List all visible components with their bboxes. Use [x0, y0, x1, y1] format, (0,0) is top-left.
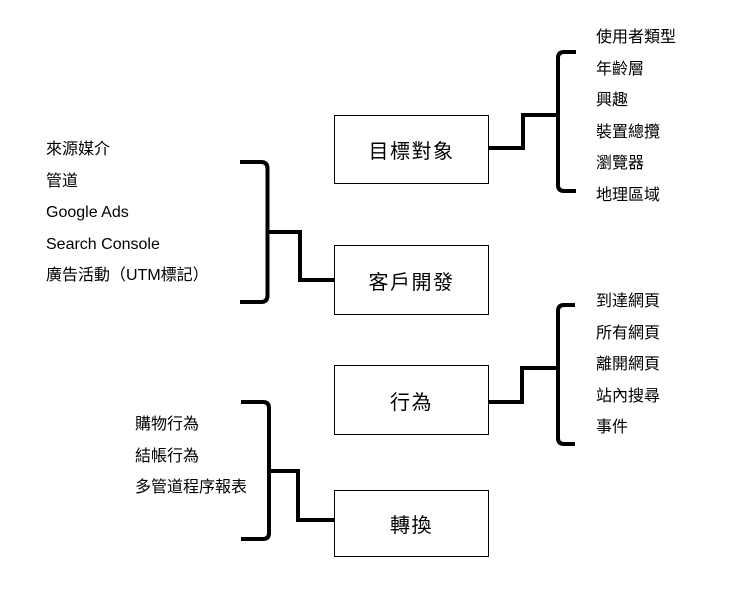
list-item: 購物行為	[135, 416, 200, 433]
audience-list: 使用者類型 年齡層 興趣 裝置總攬 瀏覽器 地理區域	[596, 22, 676, 212]
list-item: 多管道程序報表	[135, 479, 248, 497]
node-acquisition: 客戶開發	[334, 245, 489, 315]
list-item: 結帳行為	[135, 447, 200, 465]
list-item: 廣告活動（UTM標記）	[46, 267, 209, 285]
list-item: 瀏覽器	[596, 155, 645, 173]
list-item: Google Ads	[46, 204, 129, 222]
conversion-connector	[269, 469, 334, 522]
list-item: 離開網頁	[596, 356, 661, 374]
conversion-bracket	[241, 400, 271, 541]
audience-bracket	[556, 50, 576, 193]
acquisition-connector	[267, 230, 334, 282]
acquisition-list: 來源媒介 管道 Google Ads Search Console 廣告活動（U…	[46, 134, 209, 292]
acquisition-bracket	[240, 160, 270, 304]
behavior-list: 到達網頁 所有網頁 離開網頁 站內搜尋 事件	[596, 286, 660, 444]
behavior-connector	[489, 366, 558, 404]
list-item: 事件	[596, 419, 629, 437]
list-item: 使用者類型	[596, 29, 677, 46]
node-behavior-label: 行為	[390, 391, 433, 414]
node-audience-label: 目標對象	[368, 141, 455, 163]
node-acquisition-label: 客戶開發	[368, 271, 455, 294]
node-conversion: 轉換	[334, 490, 489, 557]
list-item: 站內搜尋	[596, 387, 661, 405]
conversion-list: 購物行為 結帳行為 多管道程序報表	[135, 409, 247, 504]
list-item: 到達網頁	[596, 293, 661, 310]
node-behavior: 行為	[334, 365, 489, 435]
node-conversion-label: 轉換	[390, 515, 433, 537]
list-item: 裝置總攬	[596, 123, 661, 141]
list-item: 年齡層	[596, 60, 645, 78]
list-item: 來源媒介	[46, 141, 111, 158]
list-item: Search Console	[46, 235, 160, 253]
list-item: 興趣	[596, 92, 629, 110]
list-item: 地理區域	[596, 186, 661, 204]
list-item: 管道	[46, 172, 79, 190]
behavior-bracket	[556, 303, 575, 446]
audience-connector	[489, 113, 558, 150]
list-item: 所有網頁	[596, 324, 661, 342]
node-audience: 目標對象	[334, 115, 489, 184]
